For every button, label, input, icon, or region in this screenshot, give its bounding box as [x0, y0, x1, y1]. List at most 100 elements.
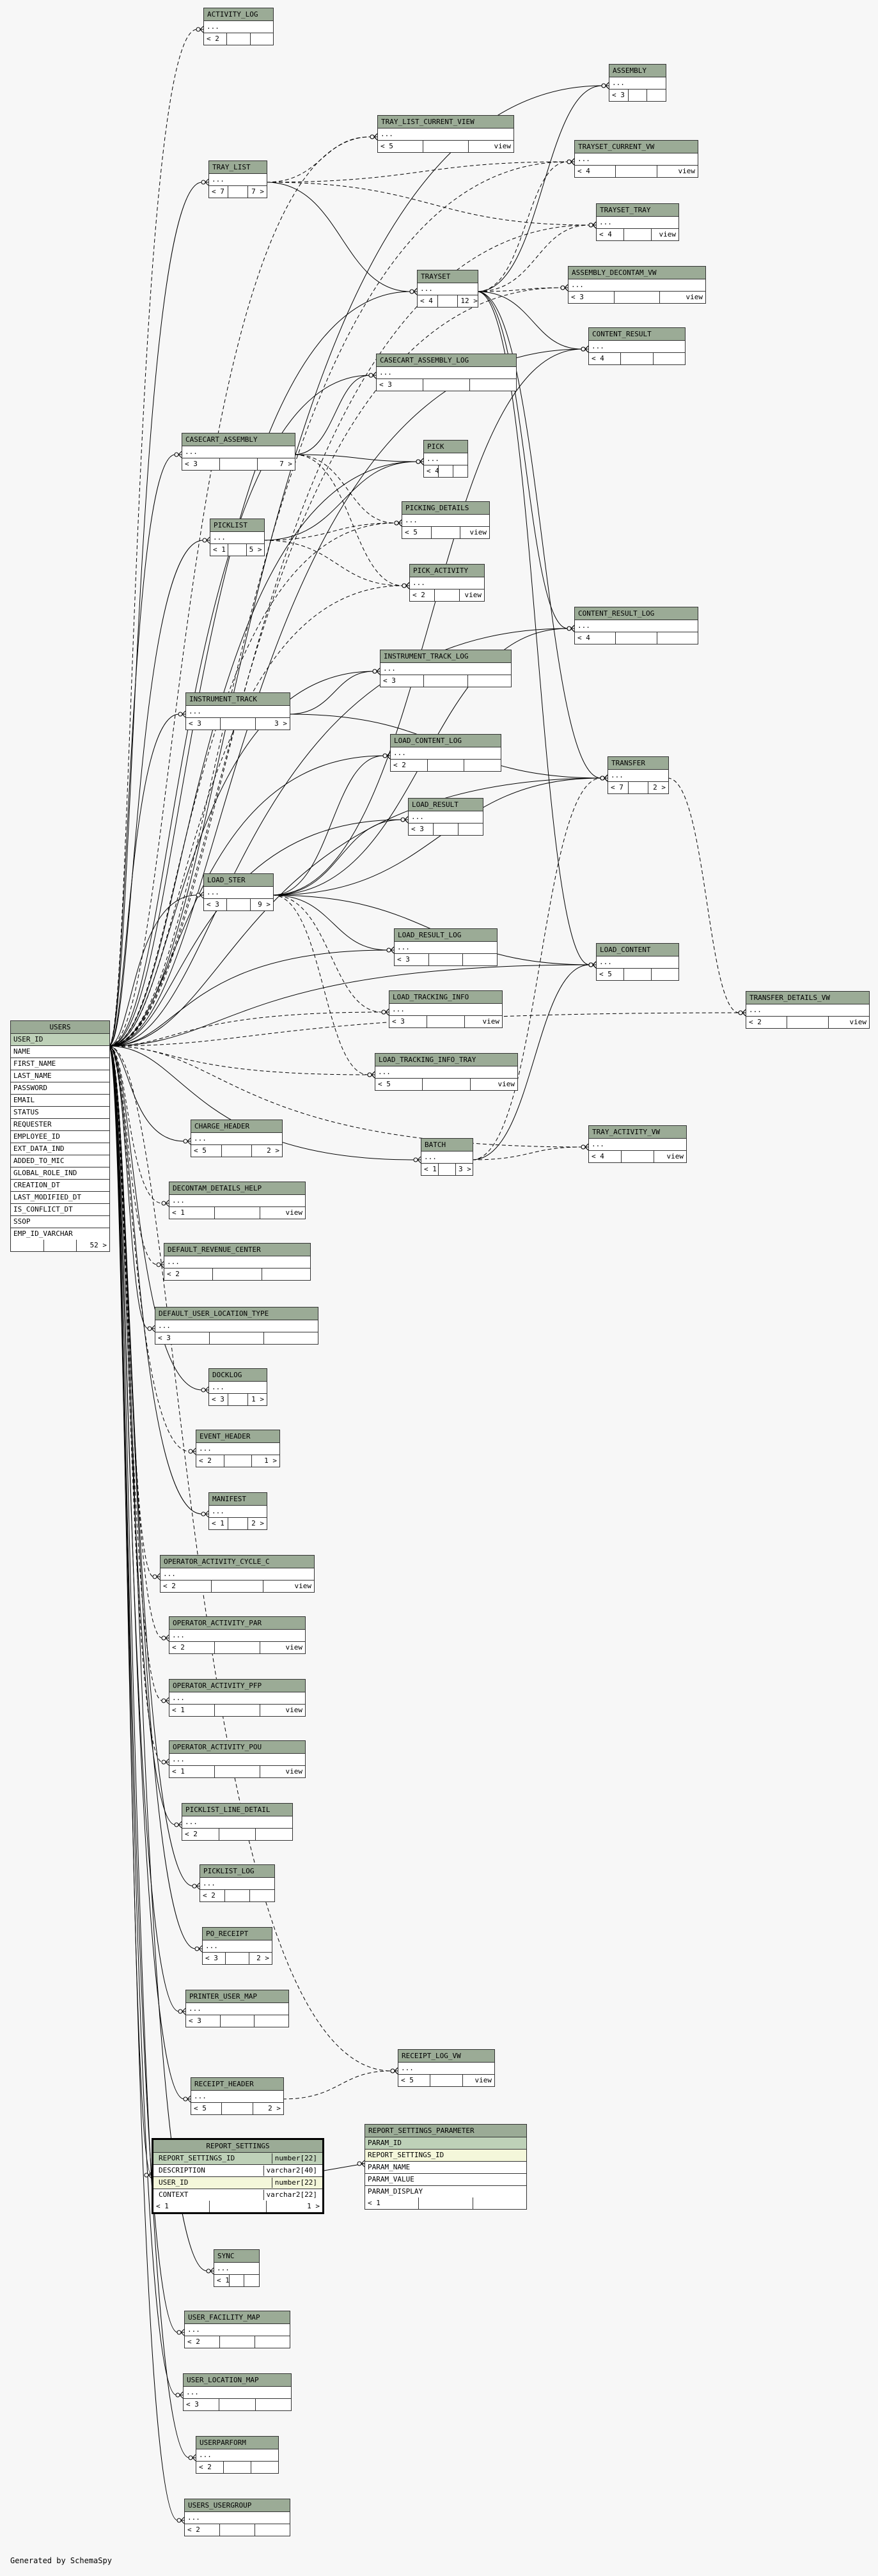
children-count[interactable]: view — [464, 591, 482, 599]
table-load-content[interactable]: LOAD_CONTENT...< 5 — [596, 943, 679, 981]
parents-count[interactable]: < 1 — [421, 1164, 439, 1175]
children-count[interactable]: 2 > — [653, 783, 666, 792]
parents-count[interactable]: < 2 — [164, 1268, 214, 1280]
children-count[interactable]: view — [474, 2076, 492, 2084]
children-count[interactable]: view — [285, 1706, 303, 1714]
children-count[interactable]: view — [494, 142, 512, 150]
children-count[interactable]: 3 > — [459, 1165, 471, 1173]
parents-count[interactable]: < 2 — [410, 589, 435, 601]
children-count[interactable]: 2 > — [256, 1954, 269, 1962]
parents-count[interactable]: < 7 — [209, 186, 229, 198]
table-picklist-log[interactable]: PICKLIST_LOG...< 2 — [200, 1864, 275, 1902]
children-count[interactable] — [647, 90, 666, 101]
children-count[interactable] — [244, 2275, 259, 2286]
parents-count[interactable]: < 3 — [609, 90, 629, 101]
children-count[interactable]: 2 > — [268, 2104, 281, 2112]
children-count[interactable] — [463, 954, 497, 965]
children-count[interactable]: 1 > — [251, 1395, 264, 1403]
children-count[interactable]: view — [294, 1582, 311, 1590]
table-users-usergroup[interactable]: USERS_USERGROUP...< 2 — [184, 2499, 290, 2536]
table-default-revenue-center[interactable]: DEFAULT_REVENUE_CENTER...< 2 — [164, 1243, 311, 1281]
children-count[interactable]: view — [659, 230, 677, 238]
parents-count[interactable]: < 3 — [389, 1016, 427, 1027]
table-picklist-line-detail[interactable]: PICKLIST_LINE_DETAIL...< 2 — [182, 1803, 293, 1841]
children-count[interactable] — [256, 2399, 291, 2410]
children-count[interactable] — [470, 379, 516, 391]
parents-count[interactable]: < 3 — [203, 1953, 226, 1964]
children-count[interactable]: view — [849, 1018, 866, 1026]
children-count[interactable]: view — [285, 1208, 303, 1217]
parents-count[interactable]: < 5 — [378, 141, 423, 152]
parents-count[interactable]: < 7 — [608, 782, 629, 793]
parents-count[interactable]: < 4 — [589, 353, 622, 364]
table-assembly[interactable]: ASSEMBLY...< 3 — [609, 64, 666, 102]
children-count[interactable]: view — [678, 167, 695, 175]
parents-count[interactable]: < 4 — [589, 1151, 622, 1162]
parents-count[interactable]: < 2 — [169, 1642, 215, 1653]
parents-count[interactable]: < 4 — [424, 465, 439, 477]
parents-count[interactable]: < 2 — [204, 33, 228, 45]
parents-count[interactable]: < 3 — [395, 954, 429, 965]
children-count[interactable] — [250, 1890, 274, 1901]
children-count[interactable]: 7 > — [251, 187, 264, 196]
table-casecart-assembly-log[interactable]: CASECART_ASSEMBLY_LOG...< 3 — [376, 354, 517, 391]
children-count[interactable] — [251, 33, 273, 45]
table-load-result-log[interactable]: LOAD_RESULT_LOG...< 3 — [394, 928, 498, 966]
parents-count[interactable]: < 5 — [398, 2075, 431, 2086]
parents-count[interactable]: < 1 — [365, 2197, 419, 2209]
children-count[interactable]: 12 > — [460, 297, 478, 305]
parents-count[interactable]: < 3 — [568, 292, 615, 303]
parents-count[interactable]: < 2 — [161, 1581, 212, 1592]
children-count[interactable]: view — [469, 528, 487, 536]
parents-count[interactable]: < 3 — [182, 458, 220, 470]
children-count[interactable] — [251, 2462, 278, 2473]
parents-count[interactable]: < 2 — [196, 1455, 224, 1467]
children-count[interactable]: view — [285, 1767, 303, 1776]
parents-count[interactable]: < 3 — [155, 1332, 210, 1344]
parents-count[interactable]: < 1 — [169, 1766, 215, 1777]
parents-count[interactable]: < 2 — [391, 760, 428, 771]
table-instrument-track-log[interactable]: INSTRUMENT_TRACK_LOG...< 3 — [380, 650, 512, 687]
table-pick[interactable]: PICK...< 4 — [423, 440, 468, 478]
children-count[interactable]: 7 > — [279, 460, 292, 468]
table-activity-log[interactable]: ACTIVITY_LOG...< 2 — [203, 8, 274, 45]
table-load-result[interactable]: LOAD_RESULT...< 3 — [408, 798, 483, 836]
children-count[interactable]: 5 > — [249, 545, 262, 554]
parents-count[interactable]: < 5 — [191, 1145, 222, 1157]
children-count[interactable] — [453, 465, 467, 477]
parents-count[interactable]: < 3 — [380, 675, 425, 687]
children-count[interactable]: view — [285, 1643, 303, 1651]
parents-count[interactable]: < 3 — [204, 899, 228, 910]
parents-count[interactable]: < 1 — [169, 1207, 215, 1219]
parents-count[interactable]: < 1 — [153, 2201, 210, 2212]
table-user-facility-map[interactable]: USER_FACILITY_MAP...< 2 — [184, 2311, 290, 2348]
parents-count[interactable]: < 4 — [575, 632, 616, 644]
children-count[interactable]: view — [666, 1152, 684, 1160]
children-count[interactable]: 52 > — [90, 1241, 107, 1249]
children-count[interactable] — [255, 2015, 288, 2027]
children-count[interactable]: view — [498, 1080, 515, 1088]
children-count[interactable] — [262, 1268, 310, 1280]
children-count[interactable]: 2 > — [251, 1519, 264, 1527]
parents-count[interactable]: < 3 — [184, 2399, 220, 2410]
children-count[interactable] — [468, 675, 511, 687]
parents-count[interactable]: < 3 — [186, 718, 221, 730]
parents-count[interactable]: < 5 — [597, 969, 624, 980]
